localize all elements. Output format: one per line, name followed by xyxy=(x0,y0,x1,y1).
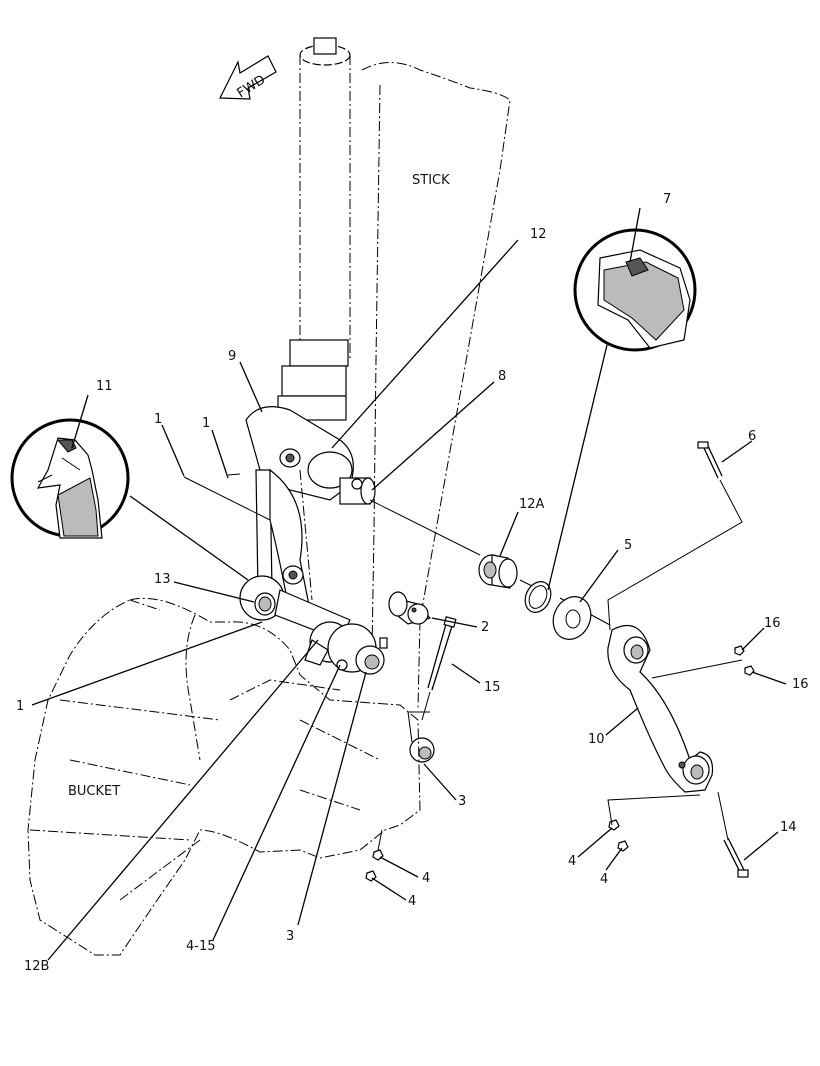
callout-16-lower: 16 xyxy=(792,677,809,692)
assembly-lines xyxy=(183,473,743,851)
callout-16-upper: 16 xyxy=(764,616,781,631)
callout-6: 6 xyxy=(748,429,756,444)
callout-4-left-lower: 4 xyxy=(408,894,416,909)
callout-12A: 12A xyxy=(519,497,545,512)
callout-14: 14 xyxy=(780,820,797,835)
bucket-hub xyxy=(304,621,388,675)
callout-13: 13 xyxy=(154,572,171,587)
fwd-arrow-icon: FWD xyxy=(219,55,277,101)
callout-1-upper-right: 1 xyxy=(202,416,210,431)
nuts-16 xyxy=(734,645,755,676)
callout-12: 12 xyxy=(530,227,547,242)
detail-11-pointer xyxy=(129,495,249,581)
bushing-12A xyxy=(478,554,518,589)
nuts-4-left xyxy=(365,849,384,882)
callout-4-right-upper: 4 xyxy=(568,854,576,869)
callout-1-upper-left: 1 xyxy=(154,412,162,427)
bolt-15 xyxy=(427,616,457,691)
callout-7: 7 xyxy=(663,192,671,207)
callout-11: 11 xyxy=(96,379,113,394)
link-10 xyxy=(607,625,714,793)
callout-5: 5 xyxy=(624,538,632,553)
cylinder-rod xyxy=(277,37,351,421)
callout-labels: 7 12 9 8 11 1 1 6 12A 5 13 2 16 16 15 1 … xyxy=(16,192,809,974)
callout-10: 10 xyxy=(588,732,605,747)
shim-5 xyxy=(552,596,592,640)
callout-15: 15 xyxy=(484,680,501,695)
stick-label: STICK xyxy=(412,173,450,188)
bucket-outline xyxy=(27,597,421,956)
callout-3-lower: 3 xyxy=(286,929,294,944)
callout-1-lower: 1 xyxy=(16,699,24,714)
pin-6 xyxy=(697,441,723,479)
callout-3-right: 3 xyxy=(458,794,466,809)
pin-2 xyxy=(388,591,432,625)
callout-4-left-upper: 4 xyxy=(422,871,430,886)
detail-circle-7 xyxy=(573,228,697,352)
callout-2: 2 xyxy=(481,620,489,635)
pin-14 xyxy=(723,837,749,878)
callout-9: 9 xyxy=(228,349,236,364)
leader-lines xyxy=(31,207,787,961)
stick-outline xyxy=(361,62,511,709)
detail-circle-11 xyxy=(10,418,130,539)
callout-4-right-lower: 4 xyxy=(600,872,608,887)
seal-ring xyxy=(524,581,552,613)
callout-8: 8 xyxy=(498,369,506,384)
detail-7-pointer xyxy=(547,344,608,591)
bucket-pin-boss xyxy=(407,711,435,763)
callout-4-15: 4-15 xyxy=(186,939,216,954)
bucket-label: BUCKET xyxy=(68,784,120,799)
callout-12B: 12B xyxy=(24,959,49,974)
